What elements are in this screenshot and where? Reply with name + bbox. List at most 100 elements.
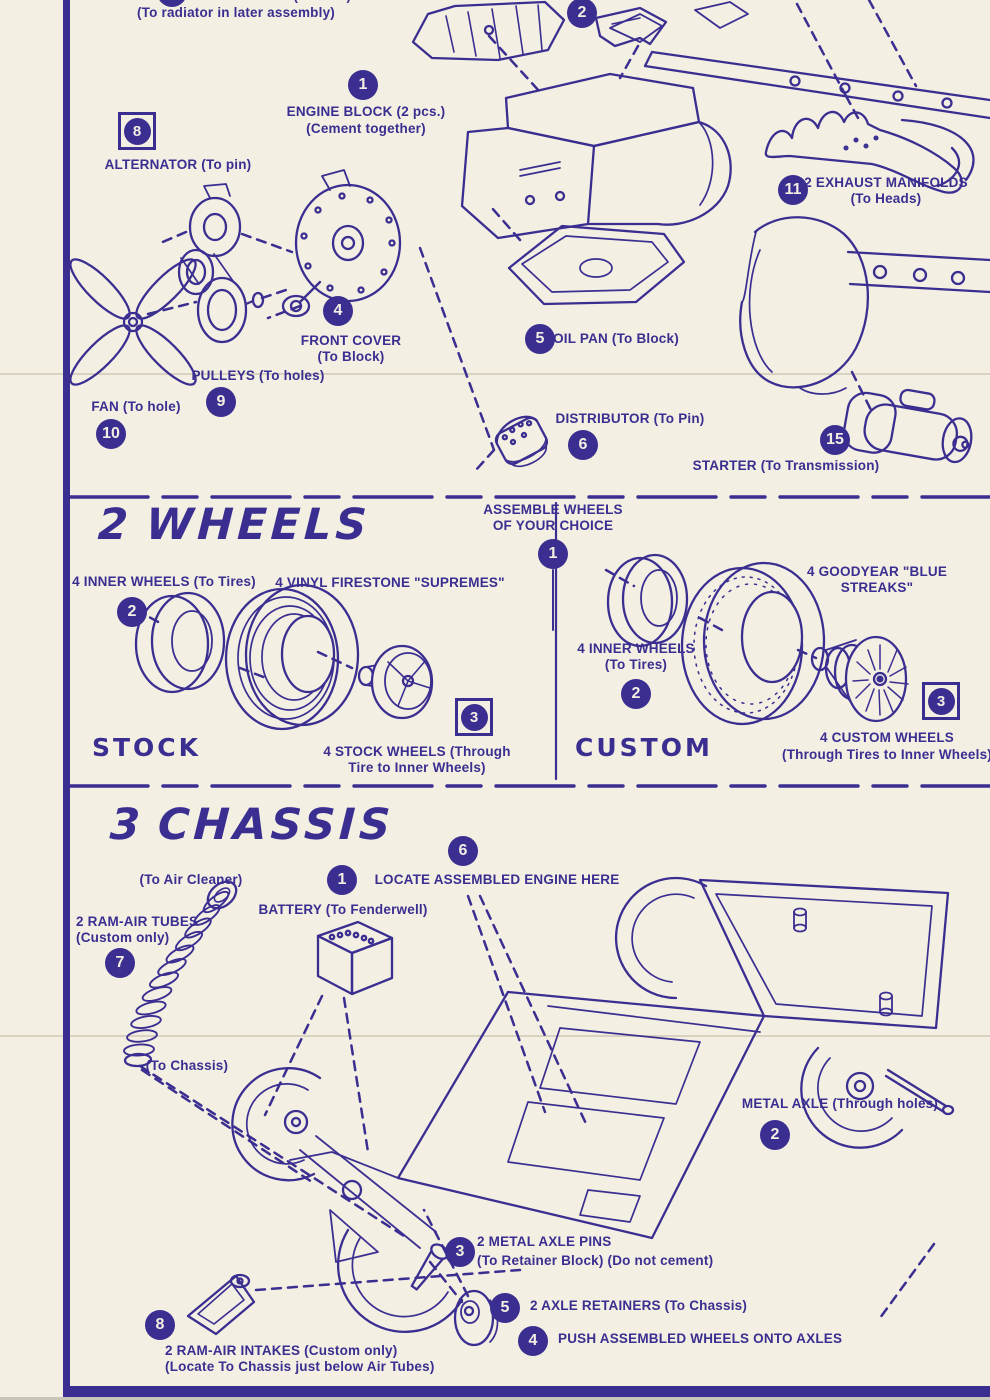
page-edge	[0, 1397, 990, 1400]
axle-retainer-drawing	[453, 1289, 499, 1347]
assemble-choice-line2: OF YOUR CHOICE	[492, 518, 614, 533]
step-badge-intakes: 8	[145, 1310, 175, 1340]
step-badge-choice: 1	[538, 539, 568, 569]
pulleys-drawing	[177, 248, 265, 344]
step-badge-push-wheels: 4	[518, 1326, 548, 1356]
assemble-choice-line1: ASSEMBLE WHEELS	[483, 502, 623, 517]
custom-wheels-label-line2: (Through Tires to Inner Wheels)	[782, 747, 990, 762]
front-cover-label: FRONT COVER	[300, 333, 402, 348]
frame-rails-drawing	[609, 1, 990, 120]
starter-drawing	[842, 388, 973, 464]
front-cover-drawing	[281, 169, 402, 318]
engine-block-note: (Cement together)	[306, 121, 426, 136]
stock-wheels-label-line2: Tire to Inner Wheels)	[348, 760, 486, 775]
step-badge-starter: 15	[820, 425, 850, 455]
step-badge-stock-wheels: 3	[455, 698, 493, 736]
leader-lines-chassis	[138, 894, 936, 1320]
ram-air-tubes-label-line2: (Custom only)	[76, 930, 170, 945]
fan-label: FAN (To hole)	[91, 399, 181, 414]
step-badge-pulleys: 9	[206, 387, 236, 417]
oil-pan-drawing	[507, 224, 686, 306]
engine-block-drawing	[460, 72, 732, 240]
axle-pins-label-line2: (To Retainer Block) (Do not cement)	[477, 1253, 714, 1268]
goodyear-tires-label-line2: STREAKS"	[840, 580, 914, 595]
exhaust-manifold-drawing	[764, 110, 975, 194]
fold-crease	[0, 373, 990, 1037]
step-badge-rocker: 2	[567, 0, 597, 28]
alternator-label: ALTERNATOR (To pin)	[104, 157, 252, 172]
step-badge-fan: 10	[96, 419, 126, 449]
ram-air-intake-drawing	[186, 1273, 256, 1336]
ram-air-intakes-label-line1: 2 RAM-AIR INTAKES (Custom only)	[165, 1343, 398, 1358]
distributor-drawing	[494, 415, 549, 468]
stock-tire-drawing	[224, 583, 360, 731]
custom-wheel-drawing	[810, 635, 909, 723]
axle-pins-label-line1: 2 METAL AXLE PINS	[477, 1234, 612, 1249]
stock-inner-wheels-label: 4 INNER WHEELS (To Tires)	[72, 574, 256, 589]
stock-inner-wheel-drawing	[134, 591, 226, 694]
rocker-part-drawing	[594, 6, 668, 48]
step-badge-front-cover: 4	[323, 296, 353, 326]
metal-axle-label: METAL AXLE (Through holes)	[741, 1096, 939, 1111]
radiator-hose-label: RADIATOR HOSE (To hole)	[143, 0, 383, 5]
alternator-drawing	[188, 183, 242, 258]
custom-inner-wheels-label-line2: (To Tires)	[604, 657, 668, 672]
fan-drawing	[69, 258, 197, 386]
chassis-section-title: CHASSIS	[156, 800, 396, 850]
custom-wheels-label-line1: 4 CUSTOM WHEELS	[819, 730, 954, 745]
step-badge-retainers: 5	[490, 1293, 520, 1323]
battery-drawing	[316, 920, 394, 996]
step-badge-engine-block: 1	[348, 70, 378, 100]
wheels-section-title: WHEELS	[144, 500, 372, 550]
left-border-rule	[63, 0, 70, 1397]
locate-engine-label: LOCATE ASSEMBLED ENGINE HERE	[374, 872, 620, 887]
valve-cover-drawing	[411, 0, 566, 62]
starter-label: STARTER (To Transmission)	[692, 458, 880, 473]
step-badge-alternator: 8	[118, 112, 156, 150]
chassis-section-header: 3 CHASSIS	[109, 800, 396, 850]
axle-retainers-label: 2 AXLE RETAINERS (To Chassis)	[530, 1298, 748, 1313]
step-badge-axle-pins: 3	[445, 1237, 475, 1267]
step-badge-custom-wheels-number: 3	[927, 687, 955, 715]
custom-category-label: CUSTOM	[575, 733, 713, 762]
wheels-section-header: 2 WHEELS	[97, 500, 372, 550]
radiator-hose-note: (To radiator in later assembly)	[136, 5, 335, 20]
to-air-cleaner-note: (To Air Cleaner)	[139, 872, 243, 887]
slick-tire-drawing	[680, 561, 826, 726]
stock-wheels-label-line1: 4 STOCK WHEELS (Through	[323, 744, 511, 759]
step-badge-clipped	[157, 0, 187, 7]
custom-inner-wheel-drawing	[606, 553, 689, 648]
step-badge-oil-pan: 5	[525, 324, 555, 354]
step-badge-stock-inner: 2	[117, 597, 147, 627]
step-badge-distributor: 6	[568, 430, 598, 460]
distributor-label: DISTRIBUTOR (To Pin)	[555, 411, 705, 426]
stock-wheel-drawing	[357, 644, 434, 720]
step-badge-engine-here: 6	[448, 836, 478, 866]
step-badge-custom-inner: 2	[621, 679, 651, 709]
wheels-section-number: 2	[96, 500, 134, 550]
metal-axle-drawing	[884, 1068, 955, 1116]
battery-label: BATTERY (To Fenderwell)	[258, 902, 428, 917]
bellhousing-drawing	[739, 216, 990, 395]
exhaust-manifolds-label: 2 EXHAUST MANIFOLDS	[804, 175, 968, 190]
step-badge-ram-tubes: 7	[105, 948, 135, 978]
custom-inner-wheels-label-line1: 4 INNER WHEELS	[577, 641, 695, 656]
leader-lines-engine	[146, 0, 918, 472]
bottom-border-rule	[63, 1386, 990, 1397]
ram-air-tubes-label-line1: 2 RAM-AIR TUBES	[76, 914, 199, 929]
to-chassis-note: (To Chassis)	[145, 1058, 229, 1073]
chassis-section-number: 3	[108, 800, 146, 850]
engine-block-label: ENGINE BLOCK (2 pcs.)	[286, 104, 446, 119]
step-badge-exhaust: 11	[778, 175, 808, 205]
goodyear-tires-label-line1: 4 GOODYEAR "BLUE	[806, 564, 948, 579]
step-badge-custom-wheels: 3	[922, 682, 960, 720]
step-badge-metal-axle: 2	[760, 1120, 790, 1150]
ram-air-tube-drawing	[123, 880, 238, 1068]
exhaust-manifolds-note: (To Heads)	[850, 191, 922, 206]
oil-pan-label: OIL PAN (To Block)	[553, 331, 679, 346]
step-badge-alternator-number: 8	[123, 117, 151, 145]
chassis-drawing	[231, 876, 950, 1334]
step-badge-battery: 1	[327, 865, 357, 895]
